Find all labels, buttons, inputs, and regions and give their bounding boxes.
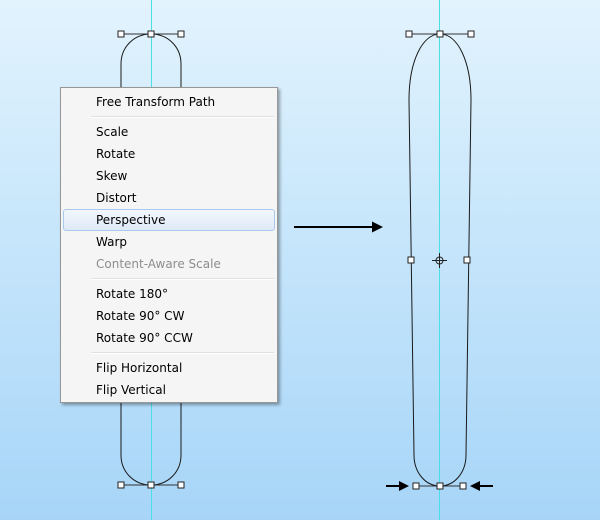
right-transformed-path[interactable] (408, 33, 472, 487)
menu-item-flip-vertical[interactable]: Flip Vertical (96, 383, 166, 397)
menu-separator (91, 116, 274, 118)
left-top-left-handle-icon[interactable] (117, 30, 125, 38)
left-bottom-left-handle-icon[interactable] (117, 481, 125, 489)
menu-item-content-aware-scale[interactable]: Content-Aware Scale (96, 257, 221, 271)
right-bottom-left-handle-icon[interactable] (412, 482, 420, 490)
menu-separator (91, 278, 274, 280)
crosshair-circle-icon[interactable] (432, 253, 447, 268)
menu-item-flip-horizontal[interactable]: Flip Horizontal (96, 361, 183, 375)
arrow-right-icon (386, 481, 409, 491)
menu-item-perspective[interactable]: Perspective (63, 209, 275, 231)
menu-separator (91, 352, 274, 354)
right-middle-left-handle-icon[interactable] (407, 256, 415, 264)
menu-item-rotate-180[interactable]: Rotate 180° (96, 287, 169, 301)
right-top-right-handle-icon[interactable] (467, 30, 475, 38)
menu-item-rotate-90-cw[interactable]: Rotate 90° CW (96, 309, 185, 323)
menu-item-scale[interactable]: Scale (96, 125, 129, 139)
left-bottom-right-handle-icon[interactable] (177, 481, 185, 489)
menu-item-free-transform-path[interactable]: Free Transform Path (96, 95, 216, 109)
arrow-right-icon (294, 221, 383, 233)
arrow-left-icon (470, 481, 493, 491)
right-middle-right-handle-icon[interactable] (463, 256, 471, 264)
menu-item-distort[interactable]: Distort (96, 191, 137, 205)
right-top-left-handle-icon[interactable] (405, 30, 413, 38)
left-top-center-handle-icon[interactable] (147, 30, 155, 38)
menu-item-rotate-90-ccw[interactable]: Rotate 90° CCW (96, 331, 193, 345)
right-top-center-handle-icon[interactable] (436, 30, 444, 38)
right-bottom-right-handle-icon[interactable] (459, 482, 467, 490)
left-bottom-center-handle-icon[interactable] (147, 481, 155, 489)
menu-item-warp[interactable]: Warp (96, 235, 128, 249)
left-top-right-handle-icon[interactable] (177, 30, 185, 38)
menu-item-skew[interactable]: Skew (96, 169, 128, 183)
menu-item-rotate[interactable]: Rotate (96, 147, 136, 161)
right-bottom-center-handle-icon[interactable] (436, 482, 444, 490)
